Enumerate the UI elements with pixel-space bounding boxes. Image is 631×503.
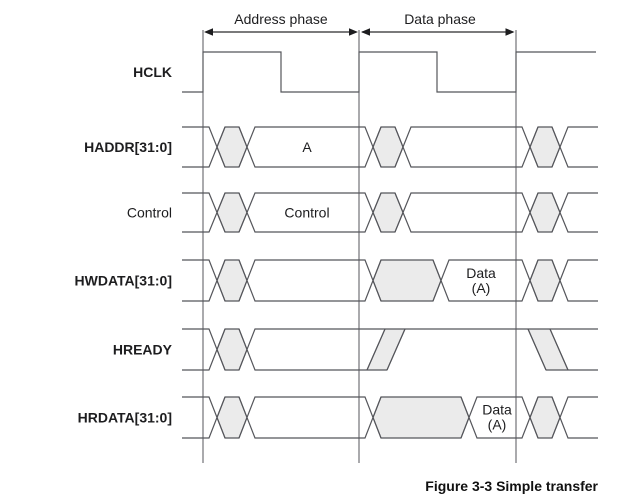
hrdata-waveform (182, 396, 598, 439)
signal-label-hready: HREADY (113, 342, 173, 358)
hready-waveform (182, 328, 598, 371)
address-phase-arrowhead-left (204, 28, 213, 36)
hready-fall-band (527, 328, 569, 371)
hrdata-changing-hex (372, 396, 470, 439)
haddr-waveform (182, 126, 598, 168)
hwdata-waveform (182, 259, 598, 302)
figure-caption: Figure 3-3 Simple transfer (425, 478, 598, 494)
signal-label-hrdata: HRDATA[31:0] (78, 410, 172, 426)
control-transition-hex-1 (216, 192, 248, 233)
address-phase-arrowhead-right (349, 28, 358, 36)
phase-boundary-lines (202, 30, 517, 463)
hwdata-value-label-line1: Data (466, 265, 496, 281)
haddr-value-label: A (302, 139, 312, 155)
hrdata-value-label-line1: Data (482, 402, 512, 418)
control-transition-hex-3 (529, 192, 561, 233)
data-phase-arrowhead-right (505, 28, 515, 36)
signal-label-hwdata: HWDATA[31:0] (75, 273, 172, 289)
haddr-transition-hex-1 (216, 126, 248, 168)
hwdata-changing-hex (372, 259, 442, 302)
control-waveform (182, 192, 598, 233)
hrdata-transition-hex-1 (216, 396, 248, 439)
hrdata-transition-hex-3 (529, 396, 561, 439)
haddr-transition-hex-3 (529, 126, 561, 168)
data-phase-label: Data phase (404, 11, 476, 27)
hrdata-value-label-line2: (A) (488, 417, 507, 433)
address-phase-label: Address phase (234, 11, 328, 27)
hwdata-transition-hex-3 (529, 259, 561, 302)
control-transition-hex-2 (372, 192, 404, 233)
signal-label-hclk: HCLK (133, 64, 172, 80)
signal-label-control: Control (127, 205, 172, 221)
control-value-label: Control (284, 205, 329, 221)
data-phase-arrowhead-left (361, 28, 370, 36)
hready-transition-hex-1 (216, 328, 248, 371)
signal-label-haddr: HADDR[31:0] (84, 139, 172, 155)
hwdata-transition-hex-1 (216, 259, 248, 302)
hwdata-value-label-line2: (A) (472, 280, 491, 296)
hready-rise-band (366, 328, 406, 371)
hclk-waveform (182, 51, 596, 93)
haddr-transition-hex-2 (372, 126, 404, 168)
